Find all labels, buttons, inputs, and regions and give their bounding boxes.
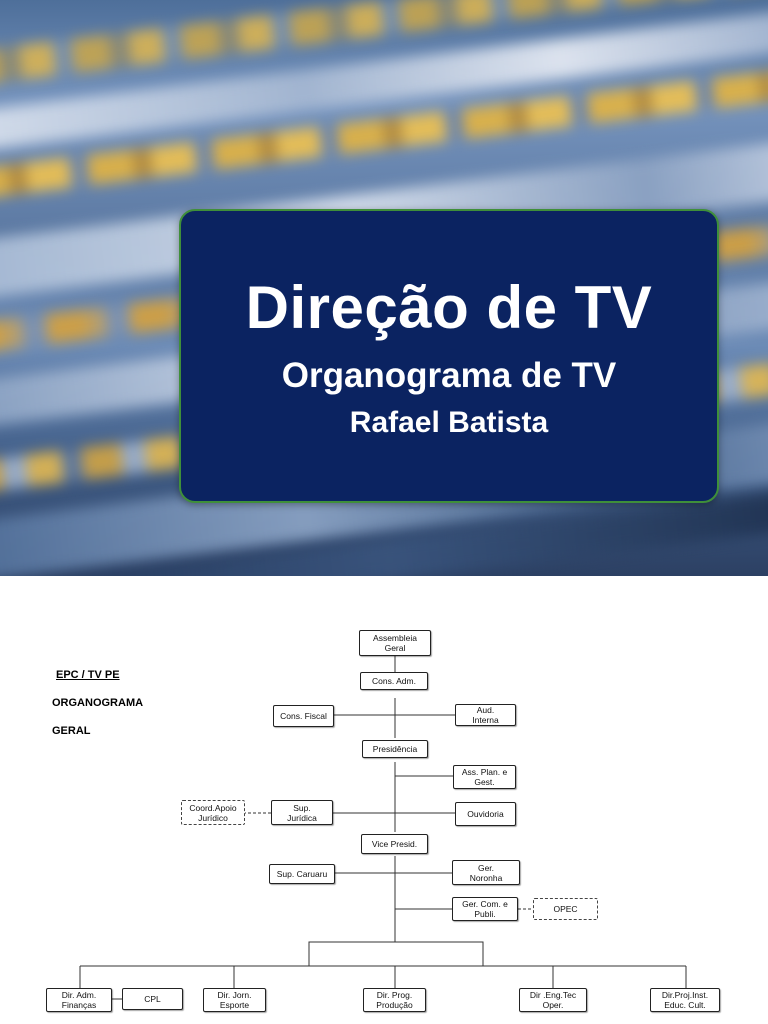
org-company-label: EPC / TV PE — [56, 669, 120, 681]
node-presidencia: Presidência — [362, 740, 428, 758]
slide-subtitle: Organograma de TV — [281, 356, 617, 395]
node-sup-caruaru: Sup. Caruaru — [269, 864, 335, 884]
node-dir-adm-financas: Dir. Adm. Finanças — [46, 988, 112, 1012]
node-sup-juridica: Sup. Jurídica — [271, 800, 333, 825]
connector-frame — [308, 941, 484, 967]
org-title-label: ORGANOGRAMA — [52, 697, 144, 709]
title-slide: Direção de TV Organograma de TV Rafael B… — [0, 0, 768, 576]
org-title-label-2: GERAL — [52, 725, 91, 737]
node-dir-proj-inst-educ-cult: Dir.Proj.Inst. Educ. Cult. — [650, 988, 720, 1012]
node-assembleia-geral: Assembleia Geral — [359, 630, 431, 656]
slide-title: Direção de TV — [245, 274, 653, 341]
node-vice-presid: Vice Presid. — [361, 834, 428, 854]
node-cons-fiscal: Cons. Fiscal — [273, 705, 334, 727]
node-dir-prog-producao: Dir. Prog. Produção — [363, 988, 426, 1012]
node-cpl: CPL — [122, 988, 183, 1010]
node-dir-jorn-esporte: Dir. Jorn. Esporte — [203, 988, 266, 1012]
title-box: Direção de TV Organograma de TV Rafael B… — [179, 209, 719, 503]
node-ass-plan-gest: Ass. Plan. e Gest. — [453, 765, 516, 789]
node-ouvidoria: Ouvidoria — [455, 802, 516, 826]
org-chart-connectors — [79, 656, 687, 1000]
node-cons-adm: Cons. Adm. — [360, 672, 428, 690]
slide-author: Rafael Batista — [349, 406, 549, 439]
node-coord-apoio-juridico: Coord.Apoio Jurídico — [181, 800, 245, 825]
node-dir-eng-tec-oper: Dir .Eng.Tec Oper. — [519, 988, 587, 1012]
node-aud-interna: Aud. Interna — [455, 704, 516, 726]
org-chart: EPC / TV PE ORGANOGRAMA GERAL Assembleia… — [0, 576, 768, 1024]
node-ger-noronha: Ger. Noronha — [452, 860, 520, 885]
node-ger-com-publi: Ger. Com. e Publi. — [452, 897, 518, 921]
node-opec: OPEC — [533, 898, 598, 920]
